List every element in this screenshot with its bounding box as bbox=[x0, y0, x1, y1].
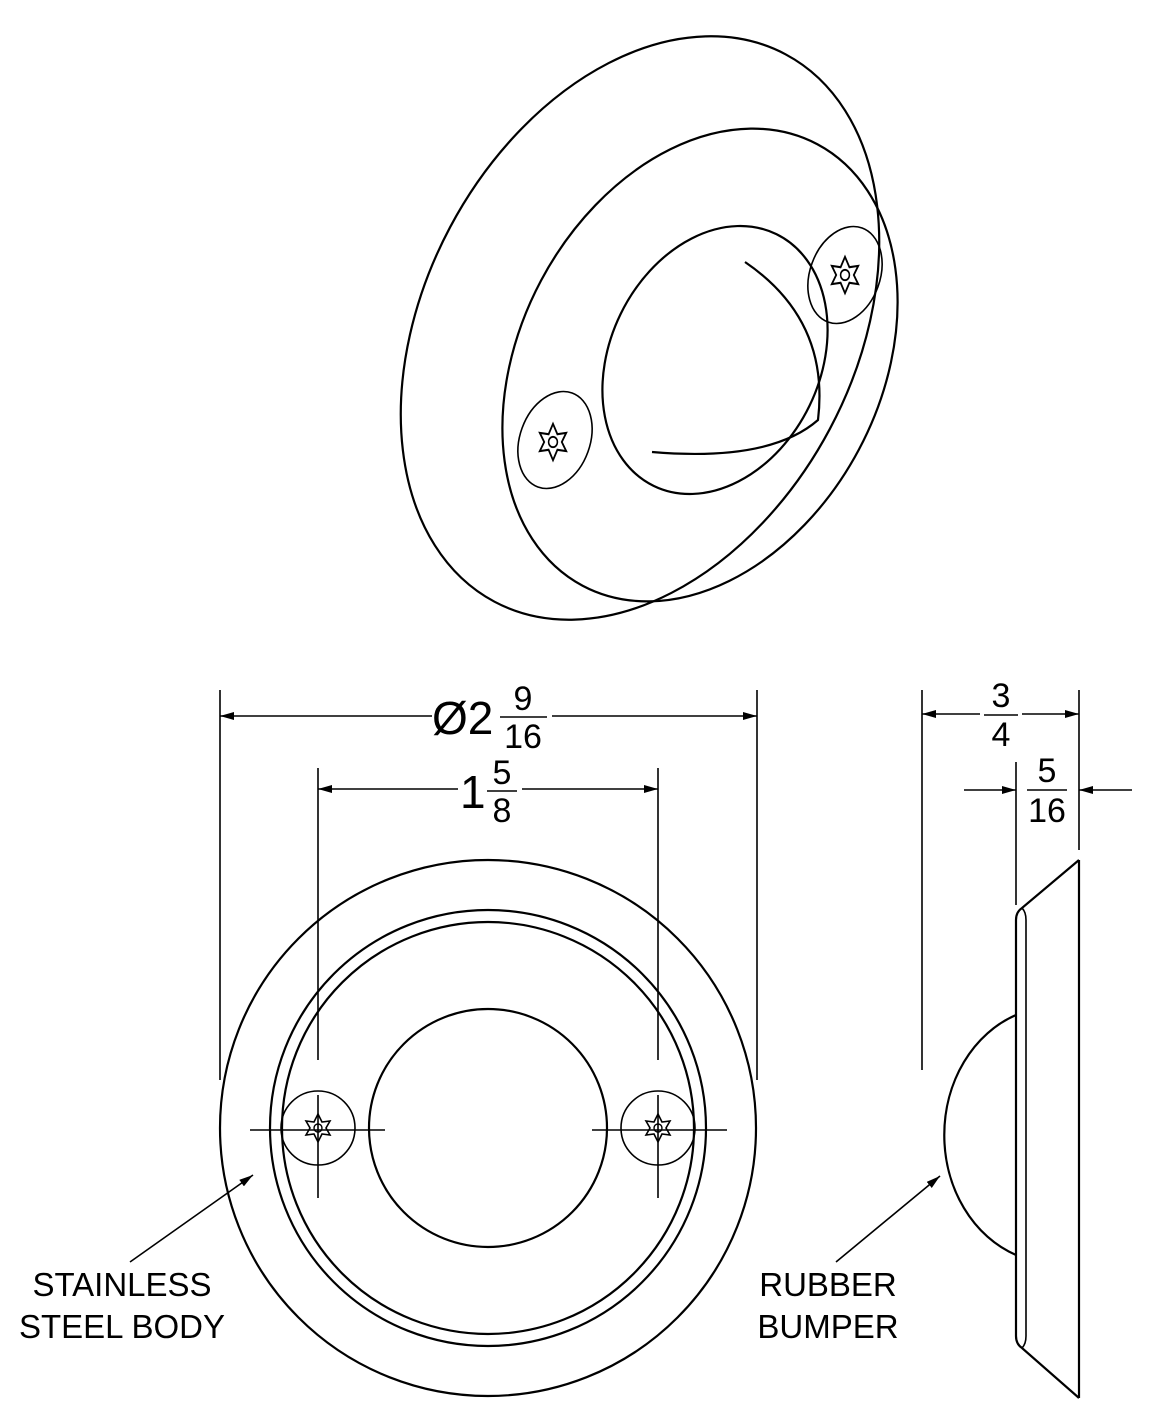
dimension-hole-spacing: 1 5 8 bbox=[317, 754, 659, 1060]
spacing-whole: 1 bbox=[460, 766, 486, 818]
iso-screw-right-icon bbox=[830, 255, 860, 295]
iso-inner-plate bbox=[501, 127, 899, 603]
side-bumper bbox=[943, 1013, 1017, 1257]
dimension-overall-depth: 3 4 bbox=[921, 677, 1080, 1070]
isometric-view bbox=[399, 35, 899, 621]
callout-stainless-body: STAINLESS STEEL BODY bbox=[19, 1174, 254, 1345]
callout-rubber-bumper: RUBBER BUMPER bbox=[757, 1175, 941, 1345]
iso-screw-left-icon bbox=[538, 422, 568, 462]
body-label-line1: STAINLESS bbox=[32, 1266, 211, 1303]
iso-screw-boss-left bbox=[517, 390, 593, 490]
diameter-denominator: 16 bbox=[504, 718, 542, 756]
iso-outer-flange bbox=[399, 35, 881, 621]
front-plate-inner-ring bbox=[280, 920, 696, 1336]
dimension-overall-diameter: Ø2 9 16 bbox=[219, 680, 758, 1080]
front-bumper bbox=[367, 1007, 609, 1249]
iso-dome-highlight bbox=[651, 261, 821, 455]
spacing-denominator: 8 bbox=[493, 792, 512, 830]
side-view bbox=[943, 859, 1081, 1399]
iso-screw-boss-right bbox=[807, 225, 883, 325]
depth-denominator: 4 bbox=[992, 716, 1011, 754]
side-flange-edge bbox=[1021, 907, 1027, 1349]
dimension-flange-depth: 5 16 bbox=[964, 752, 1132, 905]
bumper-label-line2: BUMPER bbox=[757, 1308, 898, 1345]
side-flange-profile bbox=[1014, 859, 1080, 1399]
diameter-prefix: Ø2 bbox=[432, 692, 493, 744]
bumper-label-line1: RUBBER bbox=[759, 1266, 897, 1303]
iso-bumper-dome bbox=[601, 224, 829, 496]
depth-numerator: 3 bbox=[992, 677, 1011, 715]
spacing-numerator: 5 bbox=[493, 754, 512, 792]
body-label-line2: STEEL BODY bbox=[19, 1308, 225, 1345]
flange-depth-denominator: 16 bbox=[1028, 792, 1066, 830]
diameter-numerator: 9 bbox=[514, 680, 533, 718]
front-outer-flange bbox=[218, 858, 758, 1398]
front-plate-outer-ring bbox=[268, 908, 708, 1348]
flange-depth-numerator: 5 bbox=[1038, 752, 1057, 790]
front-view bbox=[218, 858, 758, 1398]
